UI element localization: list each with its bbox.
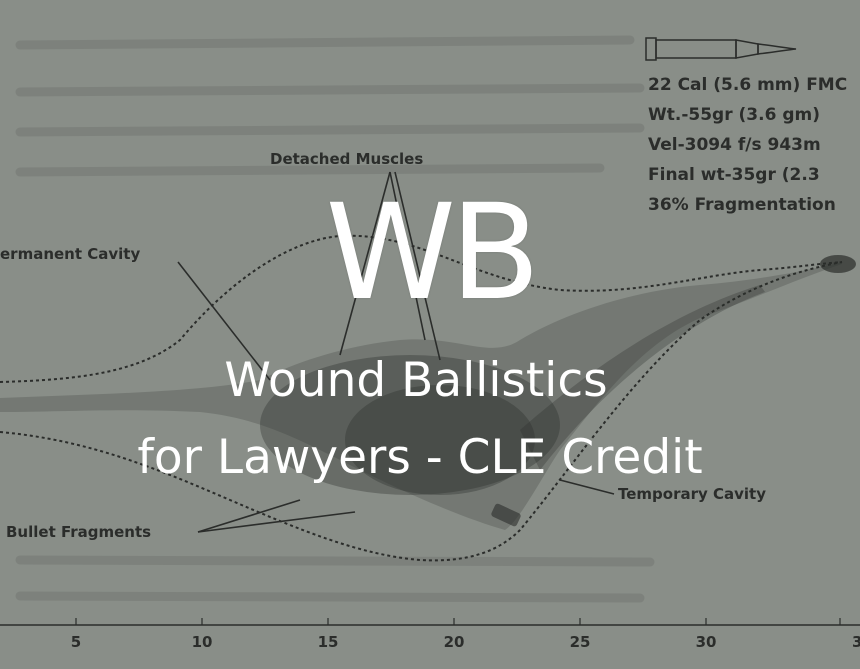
permanent-cavity-channel [0,262,842,530]
leader-lines [177,171,615,533]
axis-tick-label: 25 [570,633,591,651]
axis-tick-label: 30 [696,633,717,651]
axis-tick-label: 5 [71,633,81,651]
spec-fragmentation: 36% Fragmentation [648,195,836,215]
axis-tick-label: 35 [852,633,860,651]
label-bullet-fragments: Bullet Fragments [6,523,151,541]
wound-tissue-core [345,385,535,495]
temporary-cavity-outline-lower [0,261,843,562]
wound-tail [520,285,765,470]
depth-axis: 5 10 15 20 25 30 35 [0,618,860,651]
spec-caliber: 22 Cal (5.6 mm) FMC [648,75,847,95]
bullet-cartridge-icon [645,37,797,61]
temporary-cavity-outline [0,234,843,383]
label-temporary-cavity: Temporary Cavity [618,485,766,503]
background-text-texture [15,35,655,603]
axis-tick-label: 20 [444,633,465,651]
label-permanent-cavity: ermanent Cavity [0,245,140,263]
bullet-fragment-icon [820,255,856,273]
wound-tissue-mass [260,355,560,495]
spec-velocity: Vel-3094 f/s 943m [648,135,821,155]
embedded-fragment-icon [491,503,521,527]
axis-tick-label: 15 [318,633,339,651]
spec-weight: Wt.-55gr (3.6 gm) [648,105,820,125]
axis-tick-label: 10 [192,633,213,651]
label-detached-muscles: Detached Muscles [270,150,423,168]
spec-final-weight: Final wt-35gr (2.3 [648,165,820,185]
bullet-specs: 22 Cal (5.6 mm) FMC Wt.-55gr (3.6 gm) Ve… [648,75,847,215]
